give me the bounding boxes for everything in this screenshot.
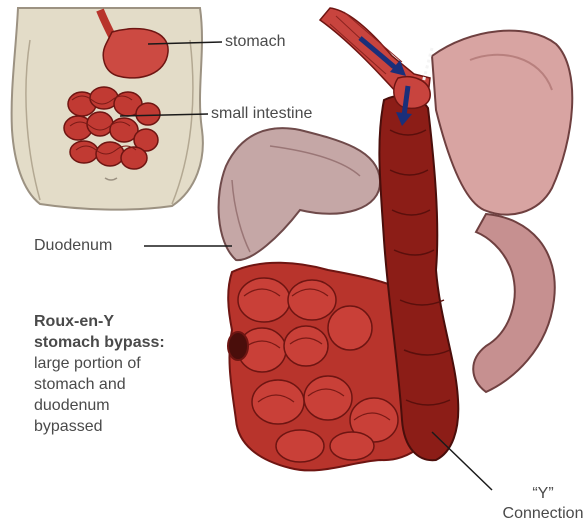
procedure-description: Roux-en-Y stomach bypass: large portion … — [34, 311, 165, 437]
description-title-line2: stomach bypass: — [34, 332, 165, 353]
right-pale-loop — [473, 214, 555, 392]
description-body-line3: duodenum — [34, 395, 165, 416]
description-title-line1: Roux-en-Y — [34, 311, 165, 332]
torso-inset — [12, 8, 203, 210]
y-connection-line2: Connection — [498, 504, 585, 524]
duodenum-loop — [219, 128, 380, 260]
y-connection-line1: “Y” — [498, 484, 585, 504]
label-y-connection: “Y” Connection — [498, 484, 585, 524]
inset-stomach — [103, 29, 168, 78]
main-anatomy — [219, 8, 573, 470]
description-body-line1: large portion of — [34, 353, 165, 374]
label-duodenum: Duodenum — [34, 236, 112, 256]
intestine-open-end — [228, 332, 248, 360]
description-body-line2: stomach and — [34, 374, 165, 395]
label-small-intestine: small intestine — [211, 104, 312, 124]
description-body-line4: bypassed — [34, 416, 165, 437]
leader-y-connection — [432, 432, 492, 490]
label-stomach: stomach — [225, 32, 285, 52]
bypassed-stomach — [432, 31, 572, 215]
